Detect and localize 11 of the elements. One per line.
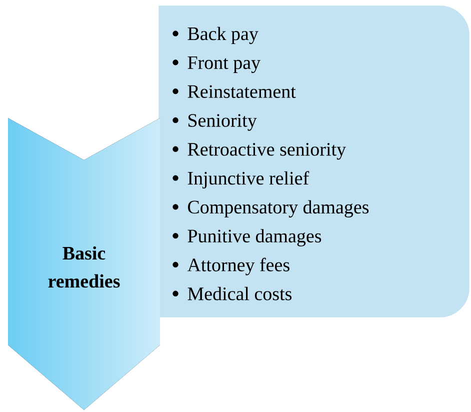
- list-panel: [157, 4, 471, 319]
- bullet-item: Front pay: [188, 56, 260, 73]
- bullet-item: Compensatory damages: [188, 200, 369, 218]
- bullet-item: Attorney fees: [187, 258, 290, 276]
- bullet-item: Back pay: [188, 26, 258, 44]
- bullet-item: Reinstatement: [188, 85, 296, 98]
- bullet-item: Retroactive seniority: [188, 143, 346, 160]
- bullet-item: Injunctive relief: [188, 171, 310, 189]
- bullet-item: Punitive damages: [188, 229, 322, 246]
- bullet-item: Seniority: [188, 114, 257, 131]
- bullet-item: Medical costs: [188, 286, 292, 300]
